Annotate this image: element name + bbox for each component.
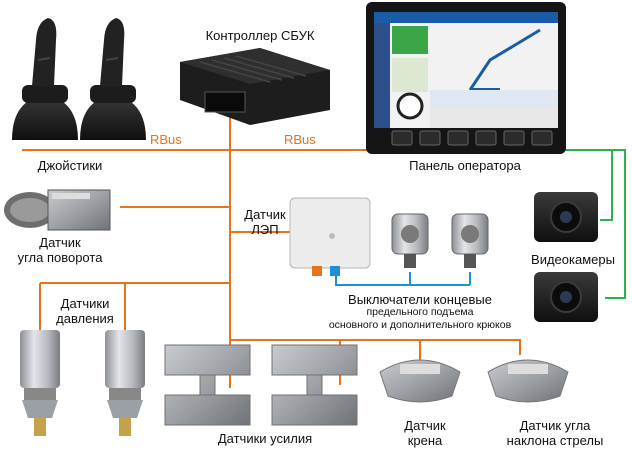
label-controller: Контроллер СБУК: [205, 28, 315, 43]
label-load-cells: Датчики усилия: [217, 431, 313, 446]
green-wiring: [545, 149, 626, 299]
label-roll-line1: Датчик: [404, 418, 446, 433]
label-limit-switches: Выключатели концевые: [348, 292, 492, 307]
label-pressure-line1: Датчики: [60, 296, 110, 311]
label-joysticks: Джойстики: [37, 158, 103, 173]
label-rbus-right: RBus: [284, 132, 316, 147]
rotation-angle-sensor: [4, 189, 111, 231]
load-cell-1: [164, 344, 251, 426]
label-lep-line1: Датчик: [244, 207, 286, 222]
video-camera-1: [534, 192, 598, 242]
joystick-left: [12, 18, 78, 140]
pressure-sensor-1: [20, 330, 60, 436]
roll-sensor: [379, 359, 461, 403]
label-video-cameras: Видеокамеры: [531, 252, 615, 267]
label-lep-sensor: Датчик ЛЭП: [240, 207, 290, 237]
load-cell-2: [271, 344, 358, 426]
label-boom-angle-sensor: Датчик угла наклона стрелы: [480, 418, 630, 448]
label-operator-panel: Панель оператора: [409, 158, 521, 173]
controller-box: [180, 48, 330, 125]
label-rotation-angle-sensor: Датчик угла поворота: [5, 235, 115, 265]
operator-panel: [366, 2, 566, 154]
label-boom-line1: Датчик угла: [519, 418, 591, 433]
label-rbus-left: RBus: [150, 132, 182, 147]
pressure-sensor-2: [105, 330, 145, 436]
label-pressure-sensors: Датчики давления: [40, 296, 130, 326]
label-lep-line2: ЛЭП: [251, 222, 279, 237]
bottom-bus-line: [340, 339, 521, 355]
video-camera-2: [534, 272, 598, 322]
label-roll-sensor: Датчик крена: [385, 418, 465, 448]
label-rotation-line1: Датчик: [39, 235, 81, 250]
label-limit-switches-sub2: основного и дополнительного крюков: [328, 319, 512, 331]
label-limit-switches-sub1: предельного подъема: [366, 306, 474, 318]
label-boom-line2: наклона стрелы: [506, 433, 604, 448]
label-roll-line2: крена: [407, 433, 443, 448]
limit-switch-2: [451, 213, 489, 268]
label-pressure-line2: давления: [56, 311, 114, 326]
label-rotation-line2: угла поворота: [17, 250, 103, 265]
boom-angle-sensor: [487, 359, 569, 403]
joystick-right: [80, 18, 146, 140]
limit-switch-1: [391, 213, 429, 268]
lep-sensor-box: [289, 197, 371, 276]
